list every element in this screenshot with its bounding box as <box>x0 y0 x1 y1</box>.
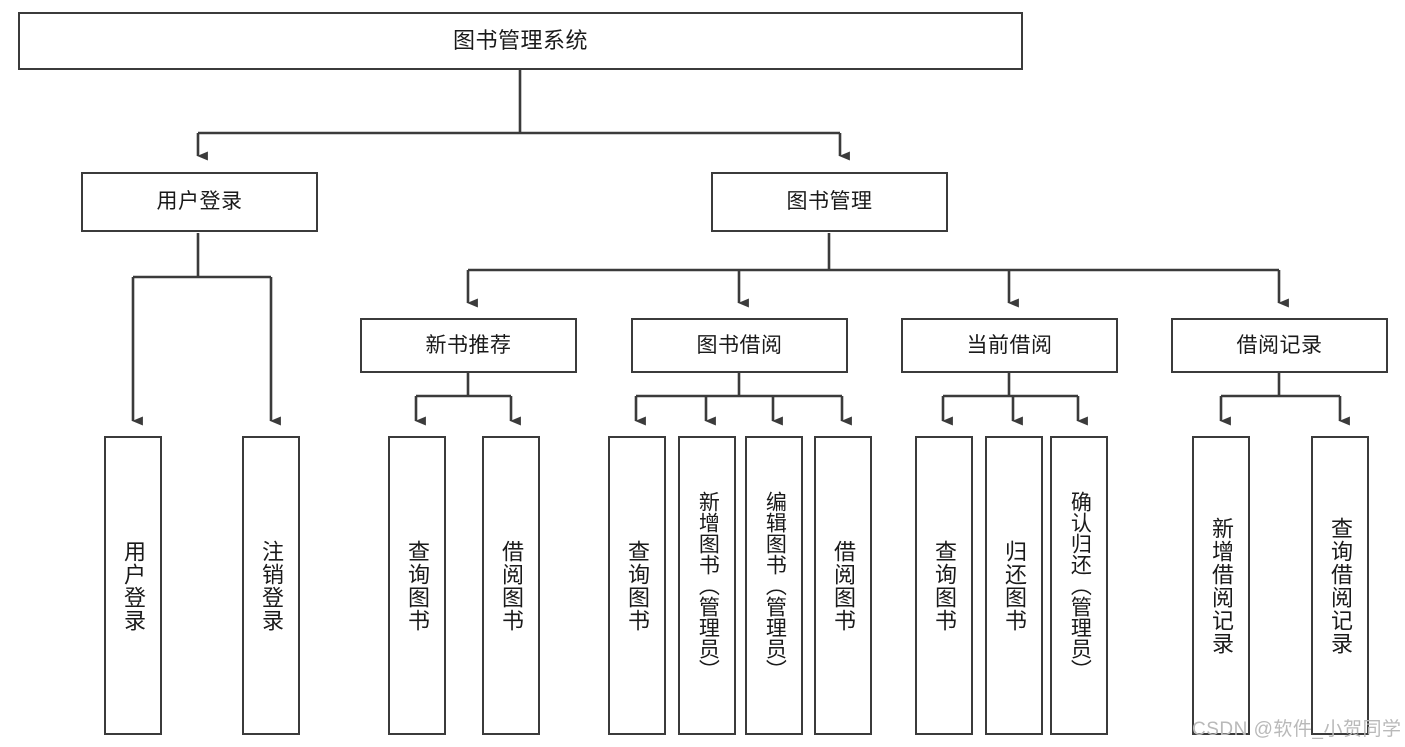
leaf-record-add-record[interactable]: 新增借阅记录 <box>1192 436 1250 735</box>
node-label: 新书推荐 <box>425 333 512 357</box>
node-label: 借阅图书 <box>830 539 856 632</box>
node-user-login[interactable]: 用户登录 <box>81 172 318 232</box>
node-label: 借阅记录 <box>1236 333 1323 357</box>
node-label: 图书借阅 <box>696 333 783 357</box>
node-borrow-record[interactable]: 借阅记录 <box>1171 318 1388 373</box>
node-label: 查询借阅记录 <box>1327 516 1353 655</box>
node-label: 确认归还（管理员） <box>1068 491 1092 680</box>
node-label: 当前借阅 <box>966 333 1053 357</box>
node-label: 查询图书 <box>931 539 957 632</box>
leaf-record-query-record[interactable]: 查询借阅记录 <box>1311 436 1369 735</box>
node-new-book-recommend[interactable]: 新书推荐 <box>360 318 577 373</box>
node-label: 图书管理系统 <box>452 27 588 53</box>
node-label: 查询图书 <box>624 539 650 632</box>
watermark-text: CSDN @软件_小贺同学 <box>1192 719 1402 740</box>
leaf-recommend-query-book[interactable]: 查询图书 <box>388 436 446 735</box>
leaf-borrow-borrow-book[interactable]: 借阅图书 <box>814 436 872 735</box>
node-label: 新增图书（管理员） <box>696 491 720 680</box>
node-label: 注销登录 <box>258 539 284 632</box>
leaf-current-query-book[interactable]: 查询图书 <box>915 436 973 735</box>
leaf-current-return-book[interactable]: 归还图书 <box>985 436 1043 735</box>
node-label: 编辑图书（管理员） <box>763 491 787 680</box>
leaf-user-login-login[interactable]: 用户登录 <box>104 436 162 735</box>
node-label: 用户登录 <box>120 539 146 632</box>
leaf-borrow-edit-book-admin[interactable]: 编辑图书（管理员） <box>745 436 803 735</box>
node-label: 借阅图书 <box>498 539 524 632</box>
node-label: 新增借阅记录 <box>1208 516 1234 655</box>
node-current-borrow[interactable]: 当前借阅 <box>901 318 1118 373</box>
node-label: 用户登录 <box>156 190 243 214</box>
node-label: 查询图书 <box>404 539 430 632</box>
leaf-borrow-query-book[interactable]: 查询图书 <box>608 436 666 735</box>
node-book-borrow[interactable]: 图书借阅 <box>631 318 848 373</box>
node-label: 图书管理 <box>786 190 873 214</box>
leaf-recommend-borrow-book[interactable]: 借阅图书 <box>482 436 540 735</box>
node-label: 归还图书 <box>1001 539 1027 632</box>
node-root-system[interactable]: 图书管理系统 <box>18 12 1023 70</box>
leaf-user-login-logout[interactable]: 注销登录 <box>242 436 300 735</box>
leaf-current-confirm-return-admin[interactable]: 确认归还（管理员） <box>1050 436 1108 735</box>
leaf-borrow-add-book-admin[interactable]: 新增图书（管理员） <box>678 436 736 735</box>
node-book-management[interactable]: 图书管理 <box>711 172 948 232</box>
